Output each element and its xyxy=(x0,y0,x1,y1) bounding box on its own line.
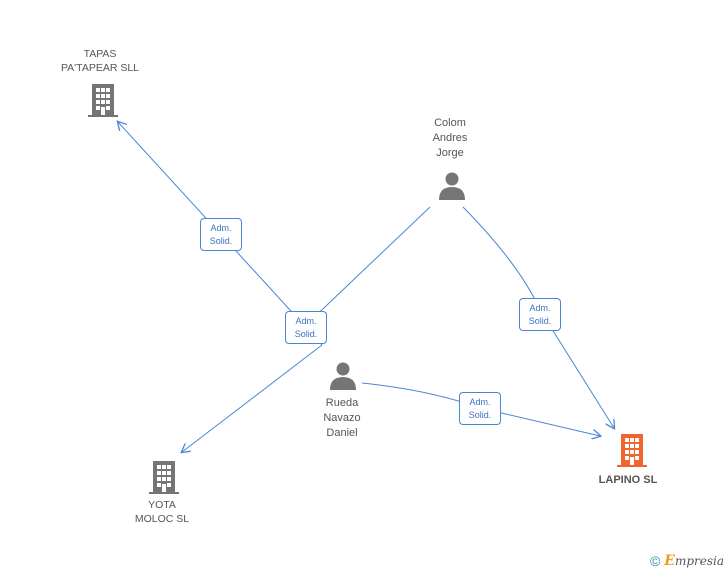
node-label-yota: YOTA MOLOC SL xyxy=(134,499,190,525)
building-icon-highlighted[interactable] xyxy=(616,432,648,468)
node-label-colom: Colom Andres Jorge xyxy=(432,117,468,159)
node-label-tapas: TAPAS PA'TAPEAR SLL xyxy=(60,48,140,74)
person-icon[interactable] xyxy=(437,171,467,201)
edge-rueda-yota xyxy=(182,344,323,452)
brand-footer: © Empresia xyxy=(650,553,724,569)
brand-logo: Empresia xyxy=(664,553,724,569)
edge-label-rueda-tapas[interactable]: Adm. Solid. xyxy=(200,218,242,251)
edge-label-rueda-lapino[interactable]: Adm. Solid. xyxy=(459,392,501,425)
edge-label-rueda-yota[interactable]: Adm. Solid. xyxy=(285,311,327,344)
node-label-rueda: Rueda Navazo Daniel xyxy=(323,397,361,439)
person-icon[interactable] xyxy=(328,361,358,391)
building-icon[interactable] xyxy=(148,459,180,495)
copyright-icon: © xyxy=(649,553,661,569)
node-label-lapino: LAPINO SL xyxy=(598,474,658,486)
edge-label-colom-lapino[interactable]: Adm. Solid. xyxy=(519,298,561,331)
edge-colom-rueda xyxy=(305,206,431,326)
building-icon[interactable] xyxy=(87,82,119,118)
